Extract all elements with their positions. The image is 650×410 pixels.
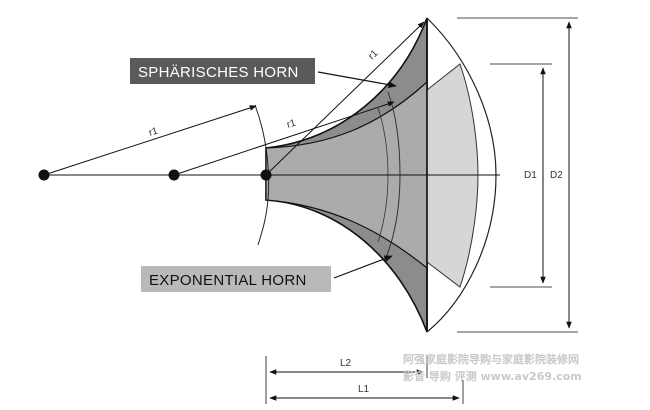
d2-label: D2 <box>550 170 563 181</box>
spherical-horn-label-text: SPHÄRISCHES HORN <box>138 64 299 81</box>
radius-label-far: r1 <box>148 126 160 139</box>
watermark-line-2: 影音 导购 评测 www.av269.com <box>403 369 582 383</box>
radius-arrow-far <box>43 105 257 176</box>
l2-label: L2 <box>340 358 352 369</box>
exponential-horn-label: EXPONENTIAL HORN <box>141 266 331 292</box>
throat-arc <box>254 104 270 246</box>
exponential-horn-label-box <box>141 266 331 292</box>
watermark-line-1: 阿强家庭影院导购与家庭影院装修网 <box>403 352 579 366</box>
radius-arrow-throat <box>265 21 425 176</box>
radius-label-mid: r1 <box>286 118 298 131</box>
exponential-horn-pointer <box>333 255 393 279</box>
length-dimensions: L2 L1 <box>265 356 464 404</box>
radius-label-throat: r1 <box>366 48 380 62</box>
exponential-horn-label-text: EXPONENTIAL HORN <box>149 272 307 289</box>
l1-label: L1 <box>358 384 370 395</box>
radius-arrow-mid <box>173 101 395 176</box>
d1-dimension: D1 <box>490 63 552 288</box>
spherical-horn-label: SPHÄRISCHES HORN <box>130 58 315 84</box>
watermark: 阿强家庭影院导购与家庭影院装修网 影音 导购 评测 www.av269.com <box>403 352 582 383</box>
d2-dimension: D2 <box>457 17 578 333</box>
spherical-horn-label-box <box>130 58 315 84</box>
d1-label: D1 <box>524 170 537 181</box>
spherical-horn-pointer <box>317 71 397 88</box>
